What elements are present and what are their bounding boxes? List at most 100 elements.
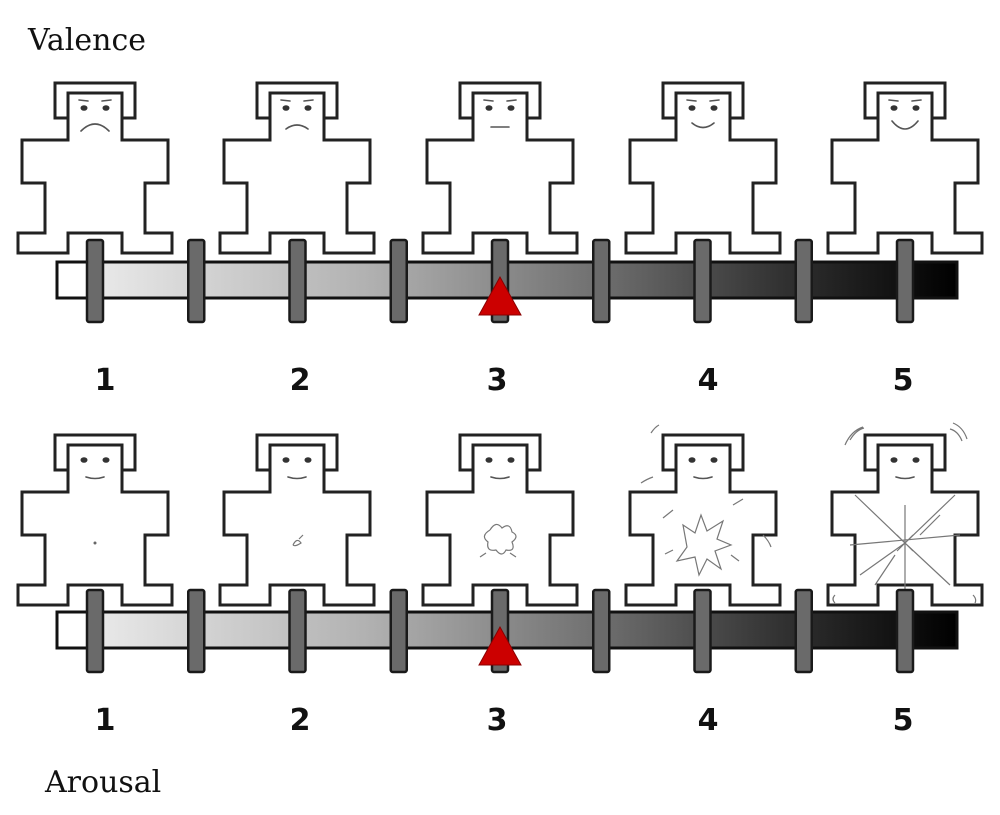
arousal-label: Arousal — [44, 765, 161, 800]
manikin-face — [485, 457, 515, 480]
eye-icon — [710, 105, 718, 111]
arousal-mark-very-aroused — [832, 422, 977, 604]
valence-tick-4[interactable] — [693, 238, 712, 324]
manikin-body — [421, 91, 579, 255]
arousal-manikin-2 — [218, 433, 376, 607]
manikin-face — [280, 99, 314, 130]
eye-icon — [102, 457, 110, 463]
eyebrows — [78, 99, 112, 102]
valence-tick-between-2-3[interactable] — [389, 238, 408, 324]
arousal-numbers: 1 2 3 4 5 — [95, 703, 914, 738]
mouth — [490, 476, 510, 480]
eyebrows — [483, 99, 517, 102]
mouth-very-unhappy — [80, 123, 110, 132]
eyebrows — [888, 99, 922, 102]
eye-icon — [890, 105, 898, 111]
arousal-selection-marker-icon[interactable] — [478, 625, 522, 666]
valence-number-5[interactable]: 5 — [893, 363, 914, 398]
eye-icon — [80, 457, 88, 463]
eye-icon — [282, 457, 290, 463]
eye-icon — [688, 457, 696, 463]
valence-number-3[interactable]: 3 — [487, 363, 508, 398]
manikin-body — [218, 91, 376, 255]
eyebrows — [280, 99, 314, 102]
eye-icon — [304, 457, 312, 463]
valence-tick-5[interactable] — [895, 238, 915, 324]
arousal-manikin-1 — [16, 433, 174, 607]
arousal-mark-calm — [93, 541, 97, 545]
valence-tick-2[interactable] — [288, 238, 307, 324]
valence-tick-1[interactable] — [85, 238, 105, 324]
manikin-body — [218, 443, 376, 607]
arousal-tick-between-2-3[interactable] — [389, 588, 408, 674]
valence-label: Valence — [27, 23, 146, 58]
valence-manikin-3 — [421, 81, 579, 255]
valence-tick-between-1-2[interactable] — [187, 238, 206, 324]
eye-icon — [912, 457, 920, 463]
valence-number-2[interactable]: 2 — [290, 363, 311, 398]
manikin-body — [16, 443, 174, 607]
arousal-tick-5[interactable] — [895, 588, 915, 674]
manikin-face — [483, 99, 517, 128]
arousal-tick-1[interactable] — [85, 588, 105, 674]
arousal-tick-between-3-4[interactable] — [592, 588, 611, 674]
eye-icon — [507, 105, 515, 111]
arousal-tick-between-1-2[interactable] — [187, 588, 206, 674]
arousal-number-4[interactable]: 4 — [698, 703, 719, 738]
valence-selection-marker-icon[interactable] — [478, 275, 522, 316]
valence-number-1[interactable]: 1 — [95, 363, 116, 398]
mouth — [85, 476, 105, 480]
eye-icon — [485, 457, 493, 463]
eye-icon — [912, 105, 920, 111]
valence-tick-between-4-5[interactable] — [794, 238, 813, 324]
valence-numbers: 1 2 3 4 5 — [95, 363, 914, 398]
mouth-happy — [691, 122, 715, 129]
arousal-number-5[interactable]: 5 — [893, 703, 914, 738]
mouth-unhappy — [285, 124, 309, 130]
mouth — [693, 476, 713, 480]
arousal-tick-2[interactable] — [288, 588, 307, 674]
valence-manikin-2 — [218, 81, 376, 255]
manikin-body — [826, 91, 984, 255]
mouth — [895, 476, 915, 480]
manikin-body — [624, 91, 782, 255]
arousal-manikin-4 — [624, 424, 782, 607]
valence-manikin-5 — [826, 81, 984, 255]
arousal-number-1[interactable]: 1 — [95, 703, 116, 738]
manikin-face — [890, 457, 920, 480]
manikin-body — [16, 91, 174, 255]
eye-icon — [890, 457, 898, 463]
arousal-mark-aroused — [640, 424, 772, 577]
valence-scale — [16, 81, 984, 324]
eye-icon — [485, 105, 493, 111]
eye-icon — [688, 105, 696, 111]
arousal-tick-4[interactable] — [693, 588, 712, 674]
eye-icon — [102, 105, 110, 111]
arousal-number-3[interactable]: 3 — [487, 703, 508, 738]
eye-icon — [282, 105, 290, 111]
manikin-body — [421, 443, 579, 607]
arousal-number-2[interactable]: 2 — [290, 703, 311, 738]
eyebrows — [686, 99, 720, 102]
eye-icon — [710, 457, 718, 463]
arousal-scale — [16, 422, 984, 674]
valence-manikin-4 — [624, 81, 782, 255]
manikin-face — [282, 457, 312, 480]
manikin-face — [888, 99, 922, 130]
arousal-mark-moderately-aroused — [479, 523, 517, 558]
mouth-very-happy — [891, 120, 919, 130]
manikin-face — [78, 99, 112, 132]
valence-number-4[interactable]: 4 — [698, 363, 719, 398]
eye-icon — [507, 457, 515, 463]
valence-manikin-1 — [16, 81, 174, 255]
manikin-face — [686, 99, 720, 129]
arousal-manikin-5 — [826, 422, 984, 607]
valence-tick-between-3-4[interactable] — [592, 238, 611, 324]
manikin-face — [688, 457, 718, 480]
manikin-face — [80, 457, 110, 480]
manikin-body — [624, 443, 782, 607]
mouth — [287, 476, 307, 480]
arousal-manikin-3 — [421, 433, 579, 607]
arousal-tick-between-4-5[interactable] — [794, 588, 813, 674]
